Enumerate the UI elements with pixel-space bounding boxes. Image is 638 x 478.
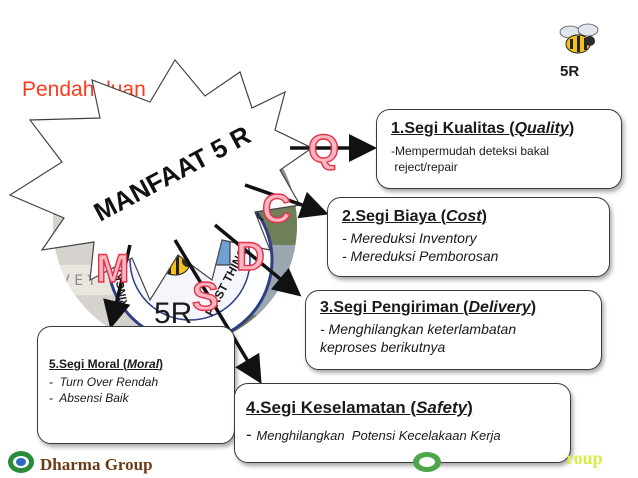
letter-q: Q [308,127,339,171]
bee-logo-icon: 5R [559,23,599,80]
footer-brand-partial: roup [566,448,603,468]
arrow-safety [173,239,262,384]
footer-brand: Dharma Group [40,455,153,474]
arrow-delivery [213,223,302,297]
letter-d: D [236,235,265,279]
explosion-burst-shape [8,58,314,302]
card-safety-line: - Menghilangkan Potensi Kecelakaan Kerja [246,425,501,444]
card-moral: 5.Segi Moral (Moral) - Turn Over Rendah … [37,326,235,444]
letter-c: C [262,187,291,231]
card-cost-line-1: - Mereduksi Inventory [342,230,477,246]
arrow-cost [244,183,329,219]
dharma-logo-icon [8,451,34,473]
card-cost-line-2: - Mereduksi Pemborosan [342,248,499,264]
card-delivery-line-1: - Menghilangkan keterlambatan [320,321,517,337]
card-quality-heading: 1.Segi Kualitas (Quality) [391,120,575,137]
card-cost: 2.Segi Biaya (Cost) - Mereduksi Inventor… [327,197,610,277]
letter-s: S [192,275,219,319]
card-delivery-heading: 3.Segi Pengiriman (Delivery) [320,299,537,316]
card-delivery-line-2: keproses berikutnya [320,339,446,355]
wheel-center-label: 5R [154,297,192,330]
card-quality: 1.Segi Kualitas (Quality) -Mempermudah d… [376,109,622,189]
card-delivery: 3.Segi Pengiriman (Delivery) - Menghilan… [305,290,602,370]
card-moral-heading: 5.Segi Moral (Moral) [49,357,164,371]
arrow-moral [103,244,132,329]
card-quality-line-2: reject/repair [391,160,458,174]
footer-logo-right-icon [413,452,441,472]
logo-label: 5R [560,63,579,80]
card-moral-line-2: - Absensi Baik [49,391,129,405]
card-moral-line-1: - Turn Over Rendah [49,375,159,389]
letter-m: M [96,247,129,291]
card-quality-line-1: -Mempermudah deteksi bakal [391,144,550,158]
card-safety-heading: 4.Segi Keselamatan (Safety) [246,398,473,417]
card-safety: 4.Segi Keselamatan (Safety) - Menghilang… [234,383,571,463]
card-cost-heading: 2.Segi Biaya (Cost) [342,208,487,225]
